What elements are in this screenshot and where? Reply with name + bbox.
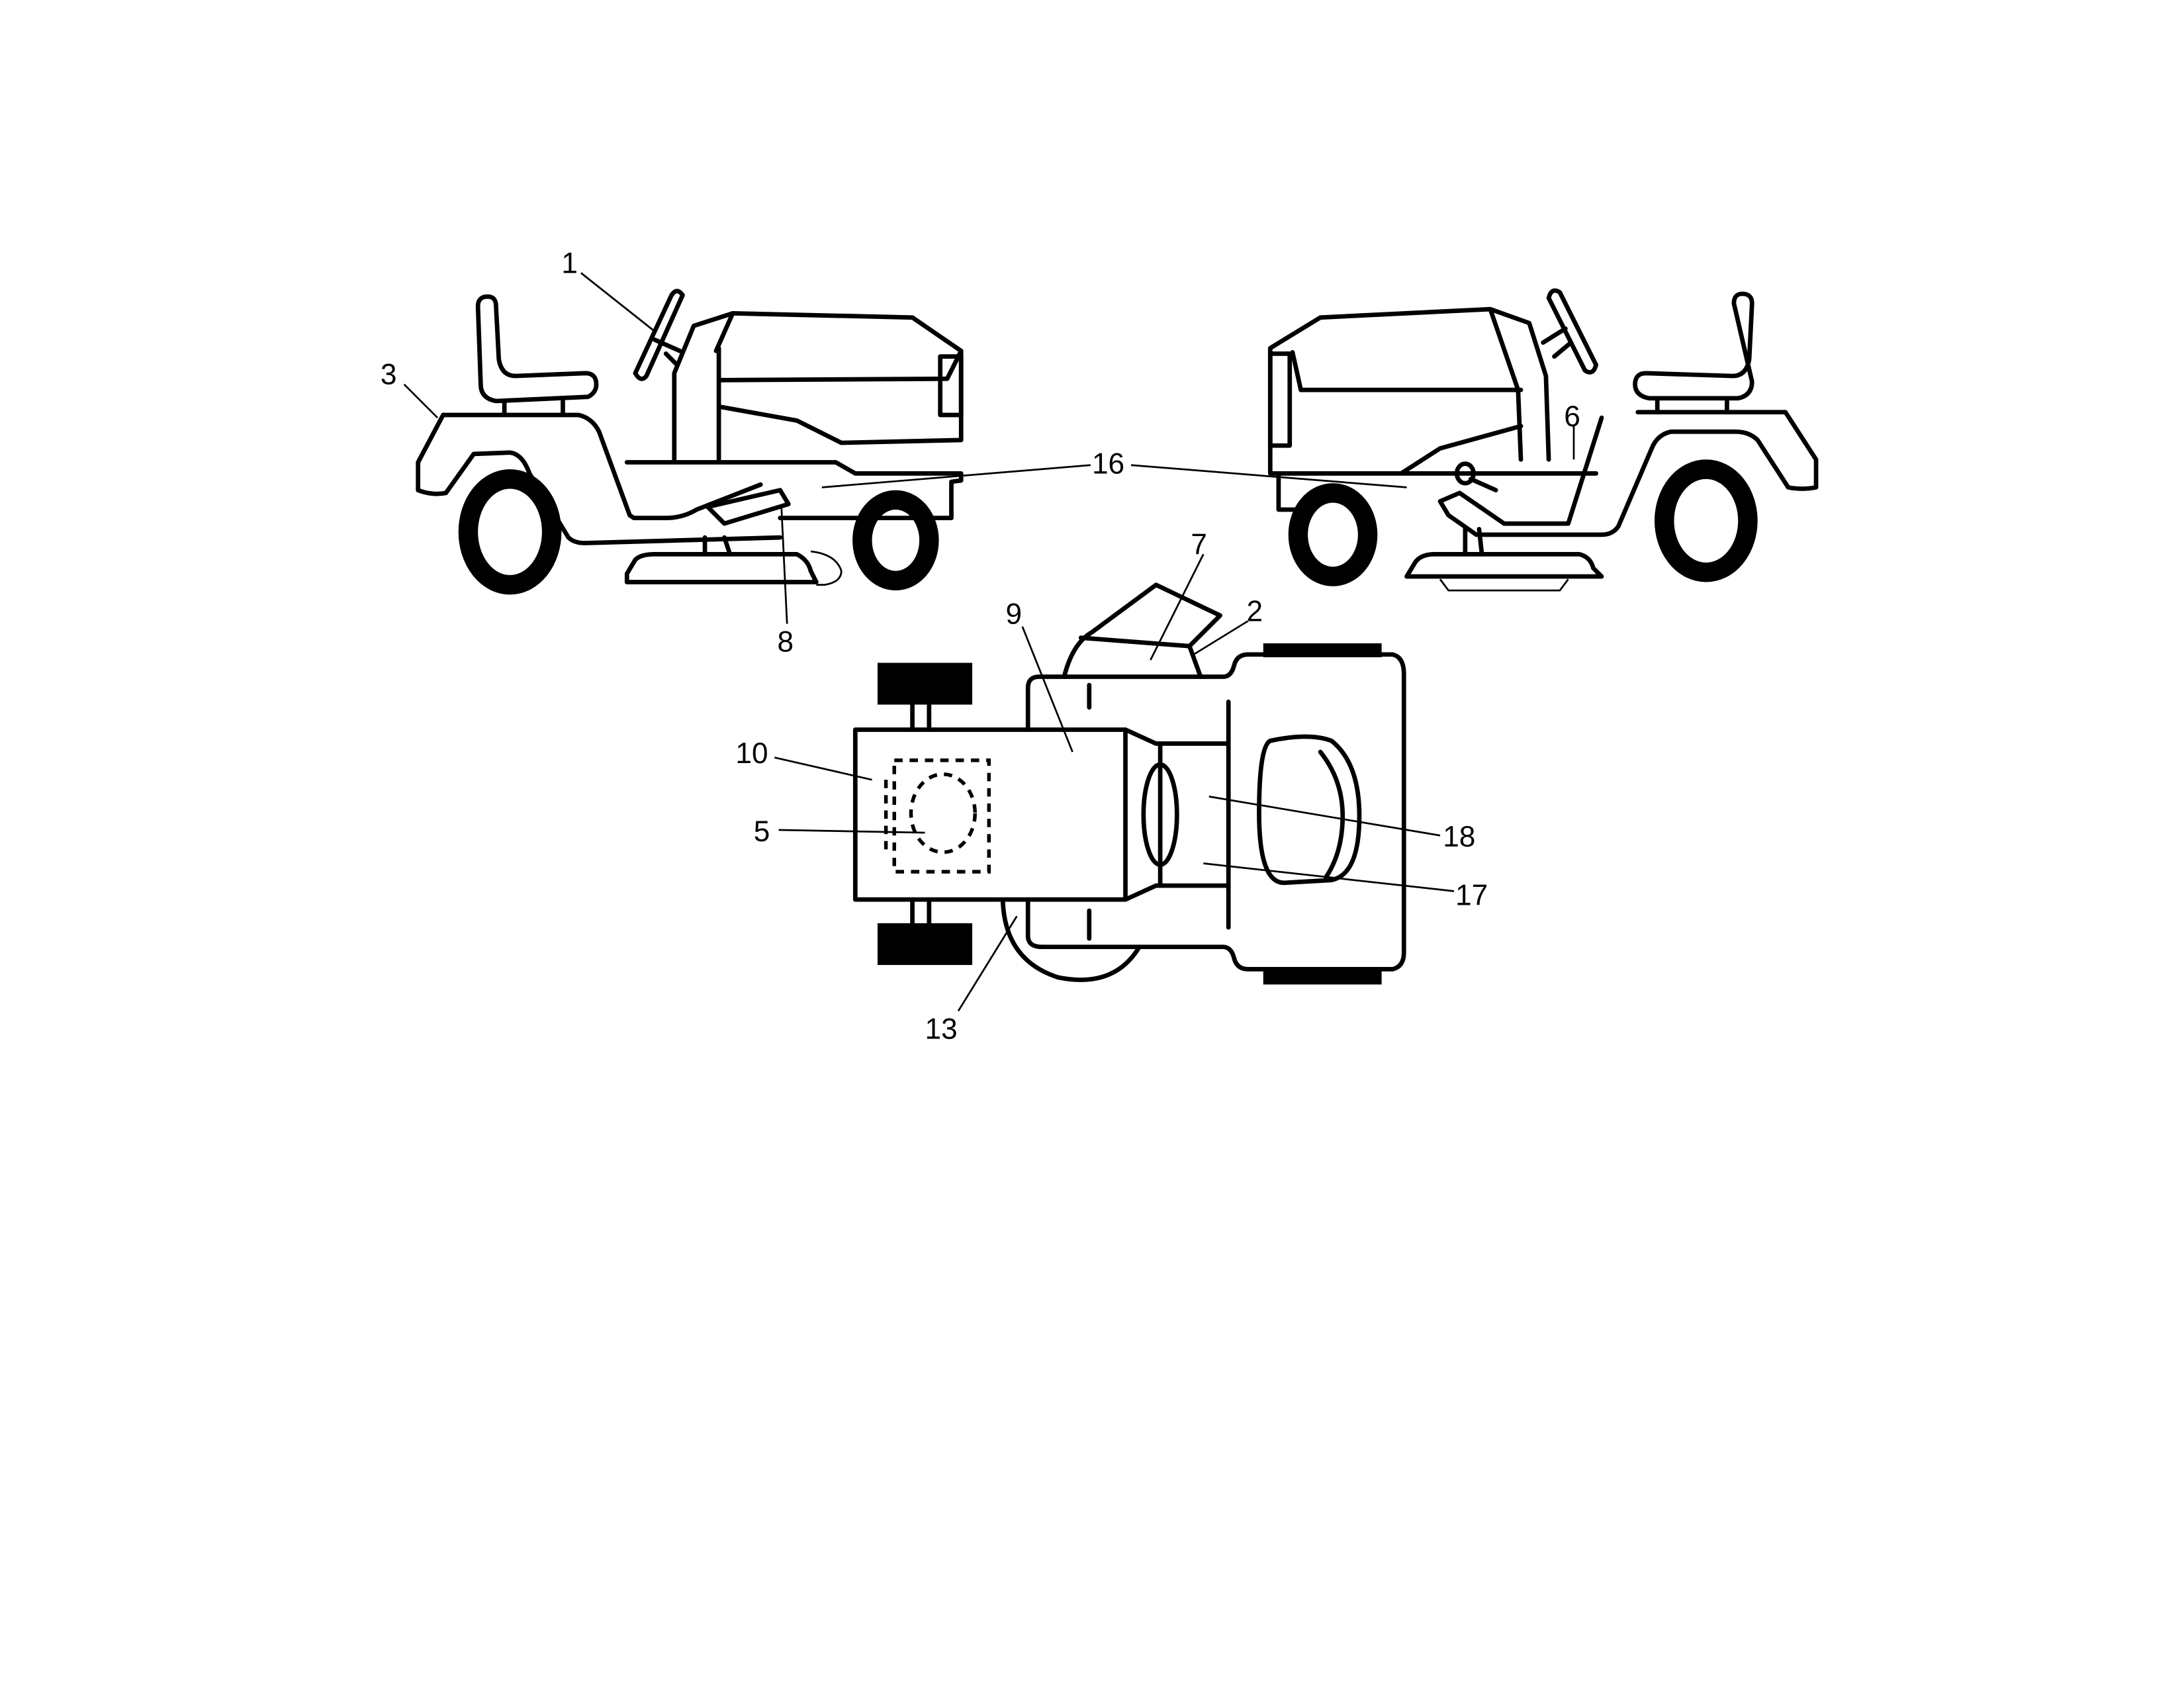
lift-lever-icon (705, 488, 791, 526)
seat-icon (1633, 291, 1754, 401)
callout-16: 16 (1092, 447, 1124, 480)
front-wheel-top (877, 663, 973, 705)
rear-wheel-bottom (1263, 970, 1382, 985)
steering-wheel-icon (633, 289, 685, 381)
engine-outline (909, 772, 978, 854)
body-outline (1025, 652, 1406, 972)
front-wheel-left (852, 490, 939, 591)
seat-icon (475, 294, 599, 404)
hood (1267, 306, 1551, 476)
rear-fender (1437, 410, 1819, 537)
front-wheel-right (1288, 483, 1378, 586)
side-frame (1276, 471, 1598, 512)
front-wheel-bottom (877, 923, 973, 966)
hood-top (852, 727, 1128, 902)
under-hood-panel (892, 758, 991, 874)
rear-wheel-left (458, 469, 562, 595)
callout-18: 18 (1443, 821, 1475, 853)
top-view (852, 582, 1406, 985)
callout-13: 13 (925, 1013, 958, 1046)
callout-2: 2 (1247, 595, 1263, 627)
callout-9: 9 (1006, 598, 1023, 631)
leader-lines (403, 272, 1575, 1012)
discharge-chute (1062, 582, 1222, 679)
dash-panel (1123, 727, 1231, 902)
side-frame (624, 460, 964, 521)
callout-7: 7 (1191, 528, 1207, 561)
rear-fender (441, 412, 763, 521)
callout-labels: 1 2 3 5 6 7 8 9 10 13 16 17 18 (381, 247, 1580, 1045)
rear-wheel-right (1655, 459, 1758, 582)
steering-wheel-icon (1546, 288, 1598, 375)
hood (672, 311, 964, 462)
mower-deck (624, 552, 819, 584)
callout-10: 10 (735, 737, 768, 770)
callout-17: 17 (1455, 880, 1488, 912)
callout-8: 8 (778, 626, 794, 659)
callout-6: 6 (1564, 400, 1580, 433)
callout-3: 3 (381, 359, 397, 391)
callout-5: 5 (754, 815, 770, 848)
right-side-view (1267, 288, 1819, 592)
left-side-view (416, 289, 964, 595)
mower-deck-top (1000, 900, 1142, 982)
mower-deck (1404, 552, 1604, 579)
callout-1: 1 (561, 247, 578, 279)
